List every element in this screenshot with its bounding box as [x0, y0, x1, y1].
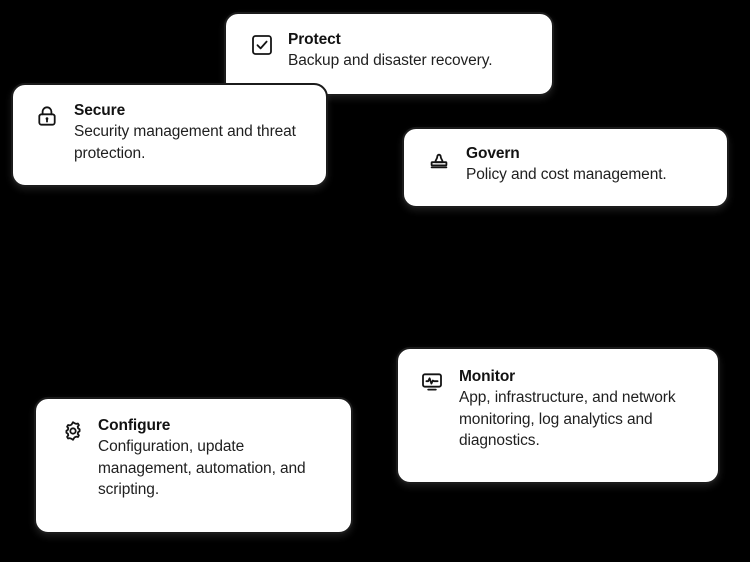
gear-icon — [60, 418, 86, 444]
card-monitor-content: Monitor App, infrastructure, and network… — [398, 349, 718, 465]
card-secure-title: Secure — [74, 102, 126, 119]
card-configure[interactable]: Configure Configuration, update manageme… — [34, 397, 353, 534]
card-protect-title: Protect — [288, 31, 341, 48]
card-monitor[interactable]: Monitor App, infrastructure, and network… — [396, 347, 720, 484]
monitor-pulse-icon — [419, 369, 445, 395]
card-govern-text: Govern Policy and cost management. — [466, 144, 711, 186]
card-govern-title: Govern — [466, 145, 520, 162]
card-configure-description: Configuration, update management, automa… — [98, 438, 306, 498]
card-secure[interactable]: Secure Security management and threat pr… — [11, 83, 328, 187]
card-configure-title: Configure — [98, 417, 171, 434]
card-monitor-text: Monitor App, infrastructure, and network… — [459, 367, 702, 451]
card-protect-content: Protect Backup and disaster recovery. — [226, 14, 552, 86]
card-secure-text: Secure Security management and threat pr… — [74, 101, 310, 164]
card-secure-description: Security management and threat protectio… — [74, 123, 296, 162]
card-monitor-title: Monitor — [459, 368, 516, 385]
card-monitor-description: App, infrastructure, and network monitor… — [459, 389, 676, 449]
card-configure-content: Configure Configuration, update manageme… — [36, 399, 351, 514]
checkbox-check-icon — [249, 32, 275, 58]
card-govern[interactable]: Govern Policy and cost management. — [402, 127, 729, 208]
stamp-icon — [426, 146, 452, 172]
card-govern-description: Policy and cost management. — [466, 166, 667, 184]
card-configure-text: Configure Configuration, update manageme… — [98, 416, 335, 500]
card-protect-description: Backup and disaster recovery. — [288, 52, 493, 70]
card-protect[interactable]: Protect Backup and disaster recovery. — [224, 12, 554, 96]
lock-icon — [34, 103, 60, 129]
card-secure-content: Secure Security management and threat pr… — [13, 85, 326, 178]
card-govern-content: Govern Policy and cost management. — [404, 129, 727, 200]
card-protect-text: Protect Backup and disaster recovery. — [288, 30, 536, 72]
